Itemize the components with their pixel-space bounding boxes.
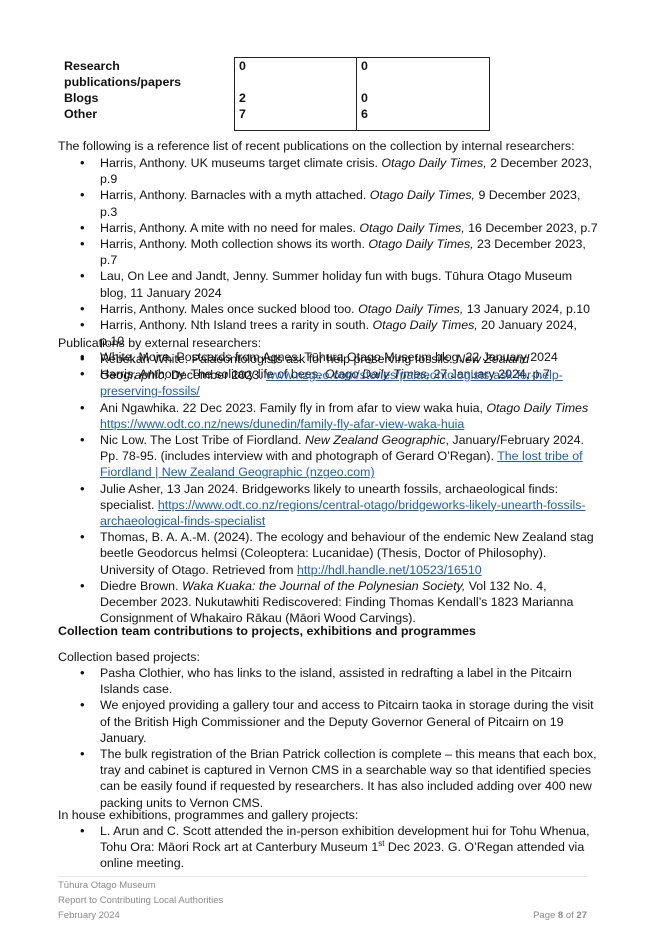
item-detail: , January/February 2024. Pp. 78-95. (inc… <box>100 433 584 464</box>
list-item: Harris, Anthony. Barnacles with a myth a… <box>58 187 598 219</box>
item-text: Diedre Brown. <box>100 578 182 593</box>
publication-link[interactable]: https://www.odt.co.nz/regions/central-ot… <box>100 497 586 529</box>
cell-value: 6 <box>356 106 490 132</box>
collection-based-intro: Collection based projects: <box>58 650 200 664</box>
item-text: Nic Low. The Lost Tribe of Fiordland. <box>100 433 306 448</box>
ordinal-suffix: st <box>378 839 385 849</box>
list-item: Diedre Brown. Waka Kuaka: the Journal of… <box>58 578 598 627</box>
publication-link[interactable]: http://hdl.handle.net/10523/16510 <box>296 562 482 577</box>
item-text: Harris, Anthony. A mite with no need for… <box>100 220 360 235</box>
item-text: Harris, Anthony. Barnacles with a myth a… <box>100 188 370 203</box>
list-item: Rebekah White. Palaeontologists ask for … <box>58 351 598 400</box>
inhouse-intro: In house exhibitions, programmes and gal… <box>58 808 359 822</box>
row-label: Other <box>64 107 98 122</box>
cell-value: 0 <box>356 56 490 90</box>
section-heading: Collection team contributions to project… <box>58 624 476 638</box>
list-item: Harris, Anthony. Moth collection shows i… <box>58 236 598 268</box>
item-source: Otago Daily Times, <box>381 156 487 170</box>
item-text: Harris, Anthony. Moth collection shows i… <box>100 237 369 252</box>
page-word: Page <box>533 910 558 921</box>
item-text: Ani Ngawhika. 22 Dec 2023. Family fly in… <box>100 400 487 415</box>
internal-intro: The following is a reference list of rec… <box>58 139 575 153</box>
footer-org: Tūhura Otago Museum <box>58 880 156 891</box>
cell-value: 2 <box>234 89 357 107</box>
item-text: Julie Asher, 13 Jan 2024. Bridgeworks li… <box>100 481 559 512</box>
publication-link[interactable]: www.nzgeo.com/stories/palaeontologists-a… <box>100 368 563 399</box>
publication-link[interactable]: https://www.odt.co.nz/news/dunedin/famil… <box>100 416 465 431</box>
cell-value: 0 <box>356 89 490 107</box>
list-item: Thomas, B. A. A.-M. (2024). The ecology … <box>58 529 598 578</box>
item-source: Otago Daily Times, <box>358 301 464 316</box>
item-text: Lau, On Lee and Jandt, Jenny. Summer hol… <box>100 269 573 300</box>
item-source: Otago Daily Times, <box>359 220 465 235</box>
item-source: Otago Daily Times, <box>372 318 478 333</box>
list-item: Ani Ngawhika. 22 Dec 2023. Family fly in… <box>58 400 598 432</box>
row-label: Blogs <box>64 90 99 105</box>
item-text: Harris, Anthony. Males once sucked blood… <box>100 301 359 316</box>
item-text: Dec 2023. G. O’Regan attended via online… <box>100 840 585 871</box>
item-detail: Vol 132 No. 4, December 2023. Nukutawhit… <box>100 578 574 626</box>
item-detail: December 2023. <box>167 368 267 383</box>
item-detail: 20 January 2024, p.10 <box>100 318 577 349</box>
table-row: Research publications/papers 0 0 <box>60 56 490 90</box>
page-total: 27 <box>576 910 587 921</box>
cell-value: 7 <box>234 106 357 132</box>
item-text: Rebekah White. Palaeontologists ask for … <box>100 352 457 366</box>
item-source: New Zealand Geographic <box>305 433 446 448</box>
footer-date: February 2024 <box>58 910 120 921</box>
item-detail: 23 December 2023, p.7 <box>100 237 586 268</box>
list-item: Harris, Anthony. A mite with no need for… <box>58 220 598 236</box>
collection-based-list: Pasha Clothier, who has links to the isl… <box>58 665 598 811</box>
item-detail: 2 December 2023, p.9 <box>100 156 593 187</box>
list-item: The bulk registration of the Brian Patri… <box>58 746 598 811</box>
item-source: Waka Kuaka: the Journal of the Polynesia… <box>181 578 466 593</box>
item-text: L. Arun and C. Scott attended the in-per… <box>100 824 590 855</box>
item-text: Thomas, B. A. A.-M. (2024). The ecology … <box>100 530 594 577</box>
external-publications-list: Rebekah White. Palaeontologists ask for … <box>58 351 598 626</box>
item-source: Otago Daily Times <box>486 400 589 415</box>
list-item: Lau, On Lee and Jandt, Jenny. Summer hol… <box>58 268 598 300</box>
list-item: L. Arun and C. Scott attended the in-per… <box>58 823 598 872</box>
table-row: Blogs 2 0 <box>60 89 490 107</box>
row-label: Research publications/papers <box>64 58 182 89</box>
list-item: We enjoyed providing a gallery tour and … <box>58 697 598 746</box>
item-source: Otago Daily Times, <box>368 237 474 252</box>
page-number: Page 8 of 27 <box>533 908 587 924</box>
publication-counts-table: Research publications/papers 0 0 Blogs 2… <box>60 56 490 132</box>
list-item: Harris, Anthony. Nth Island trees a rari… <box>58 317 598 349</box>
cell-value: 0 <box>234 56 357 90</box>
external-intro: Publications by external researchers: <box>58 336 262 350</box>
item-text: Harris, Anthony. UK museums target clima… <box>100 156 382 170</box>
list-item: Pasha Clothier, who has links to the isl… <box>58 665 598 697</box>
item-detail: 9 December 2023, p.3 <box>100 188 581 219</box>
item-text: Harris, Anthony. Nth Island trees a rari… <box>100 318 373 333</box>
item-detail: 13 January 2024, p.10 <box>463 301 591 316</box>
list-item: Nic Low. The Lost Tribe of Fiordland. Ne… <box>58 432 598 481</box>
publication-link[interactable]: The lost tribe of Fiordland | New Zealan… <box>100 449 583 480</box>
page-current: 8 <box>557 910 564 921</box>
list-item: Harris, Anthony. UK museums target clima… <box>58 155 598 187</box>
footer: Tūhura Otago Museum Report to Contributi… <box>58 878 223 923</box>
item-source: Otago Daily Times, <box>369 188 475 203</box>
list-item: Julie Asher, 13 Jan 2024. Bridgeworks li… <box>58 481 598 530</box>
table-row: Other 7 6 <box>60 106 490 132</box>
item-source: New Zealand Geographic, <box>100 352 530 383</box>
page-of: of <box>563 910 577 921</box>
footer-report: Report to Contributing Local Authorities <box>58 895 224 906</box>
inhouse-list: L. Arun and C. Scott attended the in-per… <box>58 823 598 872</box>
footer-divider <box>58 876 588 877</box>
item-detail: 16 December 2023, p.7 <box>464 220 598 235</box>
list-item: Harris, Anthony. Males once sucked blood… <box>58 301 598 317</box>
